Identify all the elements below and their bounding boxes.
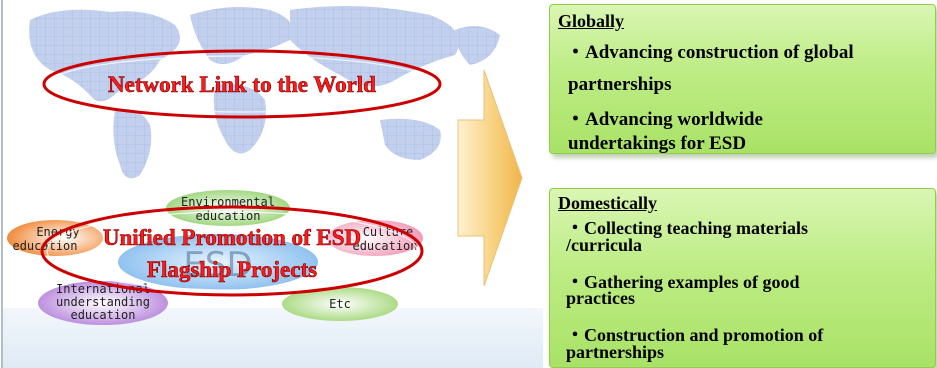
right-arrow [457,69,523,287]
domestically-item-3-line-2: partnerships [566,342,665,362]
domestically-item-1-line-1: ・Collecting teaching materials [566,218,808,238]
domestically-panel: Domestically ・Collecting teaching materi… [549,188,936,368]
promotion-label-2: Flagship Projects [147,257,317,282]
domestically-item-3-line-1: ・Construction and promotion of [566,325,824,345]
globally-item-2-line-2: undertakings for ESD [568,133,747,154]
domestically-item-2-line-1: ・Gathering examples of good [566,272,800,292]
culture-label-2: education [352,239,417,253]
etc-bubble [282,287,398,321]
international-label-3: education [70,308,135,322]
international-label-1: International [56,282,150,296]
international-label-2: understanding [56,295,150,309]
environmental-label-2: education [195,209,260,223]
globally-item-1-line-2: partnerships [568,74,672,95]
network-label: Network Link to the World [108,72,376,97]
promotion-label-1: Unified Promotion of ESD [103,225,361,250]
globally-item-1-line-1: ・Advancing construction of global [566,42,854,63]
world-map [29,6,500,179]
domestically-title: Domestically [558,193,657,213]
globally-item-2-line-1: ・Advancing worldwide [566,109,763,130]
environmental-label-1: Environmental [181,195,275,209]
network-ring [42,49,442,119]
etc-label: Etc [329,297,351,311]
globally-panel: Globally ・Advancing construction of glob… [549,4,936,154]
domestically-item-2-line-2: practices [566,288,635,308]
domestically-item-1-line-2: /curricula [566,235,642,255]
international-bubble [38,281,168,325]
esd-text: ESD [183,245,252,285]
energy-label-2: education [12,239,77,253]
globally-title: Globally [558,11,625,31]
promotion-ring [40,205,424,297]
esd-bubble [118,234,318,290]
